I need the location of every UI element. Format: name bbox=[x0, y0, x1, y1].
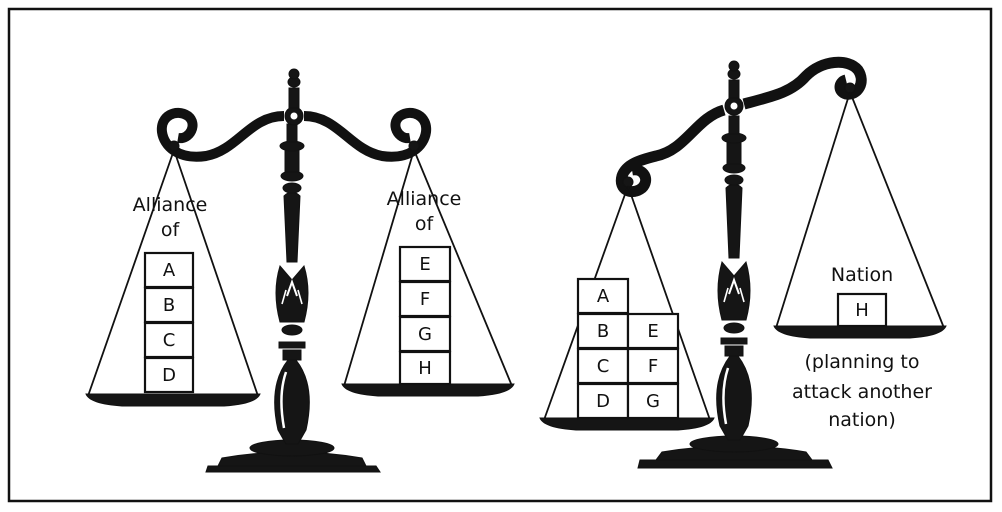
svg-text:C: C bbox=[163, 330, 176, 351]
left-alliance-box-stack: A B C D bbox=[143, 251, 195, 394]
alliance-box-c: C bbox=[143, 321, 195, 359]
svg-text:F: F bbox=[648, 356, 658, 377]
left-scale-right-pan bbox=[341, 149, 515, 397]
svg-text:D: D bbox=[162, 365, 176, 386]
left-scale-column bbox=[274, 68, 310, 445]
nation-caption-line-3: nation) bbox=[828, 409, 896, 431]
svg-text:B: B bbox=[163, 295, 175, 316]
nation-box-h: H bbox=[836, 292, 888, 328]
alliance-box-g: G bbox=[398, 315, 452, 353]
nation-caption-line-2: attack another bbox=[792, 381, 932, 403]
left-alliance-of-label: of bbox=[161, 219, 181, 241]
svg-text:H: H bbox=[855, 300, 869, 321]
svg-text:F: F bbox=[420, 289, 430, 310]
right-scale-column bbox=[716, 60, 752, 441]
right-alliance-box-stack: E F G H bbox=[398, 245, 452, 386]
alliance-box-e: E bbox=[398, 245, 452, 283]
combined-box-d: D bbox=[576, 382, 630, 420]
combined-box-e: E bbox=[626, 312, 680, 350]
right-alliance-label: Alliance bbox=[387, 188, 462, 210]
svg-text:C: C bbox=[597, 356, 610, 377]
left-scale-base bbox=[205, 439, 381, 473]
left-scale-left-pan bbox=[85, 149, 261, 407]
nation-caption-line-1: (planning to bbox=[805, 351, 920, 373]
nation-label: Nation bbox=[831, 264, 893, 286]
frame-border bbox=[7, 7, 993, 503]
combined-box-g: G bbox=[626, 382, 680, 420]
combined-box-b: B bbox=[576, 312, 630, 350]
right-scale-beam bbox=[615, 56, 867, 197]
combined-alliance-box-stack: A B C D E F G bbox=[576, 277, 680, 420]
left-scale-beam bbox=[156, 107, 432, 162]
right-scale-right-pan bbox=[773, 91, 947, 339]
svg-text:A: A bbox=[597, 286, 610, 307]
left-alliance-label: Alliance bbox=[133, 194, 208, 216]
alliance-box-b: B bbox=[143, 286, 195, 324]
combined-box-c: C bbox=[576, 347, 630, 385]
right-scale-base bbox=[637, 435, 833, 469]
svg-text:H: H bbox=[418, 358, 432, 379]
combined-box-a: A bbox=[576, 277, 630, 315]
alliance-box-h: H bbox=[398, 350, 452, 386]
left-scale: Alliance of A B C D Alliance of bbox=[85, 68, 515, 473]
svg-text:G: G bbox=[418, 324, 432, 345]
svg-text:E: E bbox=[419, 254, 430, 275]
right-scale: A B C D E F G bbox=[539, 56, 947, 469]
svg-text:D: D bbox=[596, 391, 610, 412]
alliance-box-d: D bbox=[143, 356, 195, 394]
svg-text:B: B bbox=[597, 321, 609, 342]
svg-text:E: E bbox=[647, 321, 658, 342]
svg-text:A: A bbox=[163, 260, 176, 281]
combined-box-f: F bbox=[626, 347, 680, 385]
alliance-box-f: F bbox=[398, 280, 452, 318]
alliance-box-a: A bbox=[143, 251, 195, 289]
right-alliance-of-label: of bbox=[415, 213, 435, 235]
svg-text:G: G bbox=[646, 391, 660, 412]
